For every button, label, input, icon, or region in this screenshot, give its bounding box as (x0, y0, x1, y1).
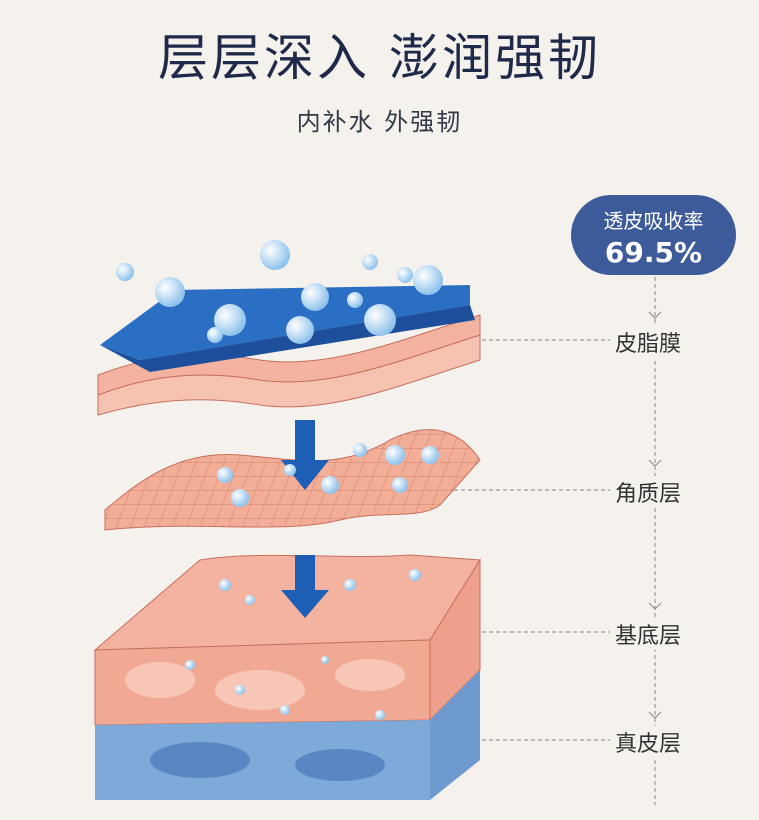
badge-label: 透皮吸收率 (603, 209, 704, 233)
subtitle: 内补水 外强韧 (296, 108, 463, 136)
basal-and-dermis-block (93, 554, 481, 800)
badge-value: 69.5% (604, 236, 703, 269)
layer-label-basal: 基底层 (612, 618, 685, 650)
layer-label-dermis: 真皮层 (612, 726, 685, 758)
page-title: 层层深入 澎润强韧 (158, 29, 601, 87)
stratum-corneum-layer (104, 429, 481, 531)
sebum-membrane-layer (97, 285, 481, 416)
water-droplets (116, 240, 443, 720)
layer-label-sebum: 皮脂膜 (612, 326, 685, 358)
layer-label-stratum-corneum: 角质层 (612, 476, 685, 508)
absorption-rate-badge: 透皮吸收率 69.5% (571, 195, 736, 275)
chevron-icons (648, 311, 662, 719)
